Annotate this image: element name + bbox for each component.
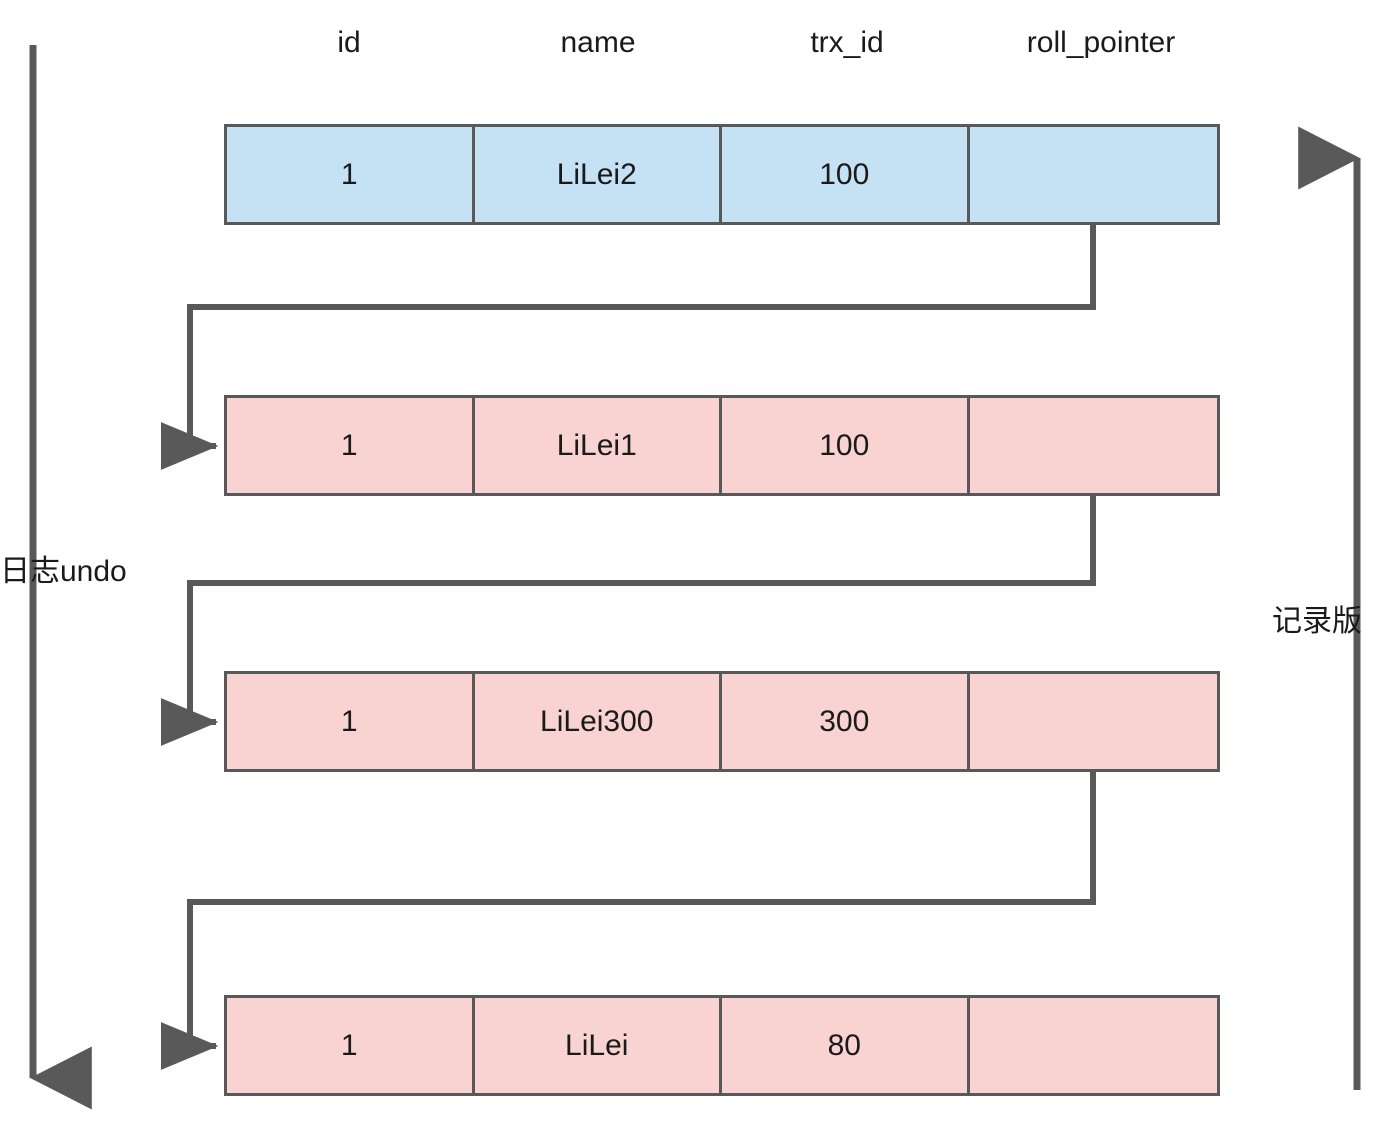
cell-roll-pointer <box>970 674 1217 769</box>
column-header-roll-pointer: roll_pointer <box>1026 26 1176 59</box>
record-version-axis-label: 记录版 <box>1272 605 1362 638</box>
cell-roll-pointer <box>970 398 1217 493</box>
table-row[interactable]: 1 LiLei300 300 <box>224 671 1220 772</box>
cell-id: 1 <box>227 127 475 222</box>
cell-trx-id: 100 <box>722 398 970 493</box>
column-header-id: id <box>337 26 361 59</box>
cell-roll-pointer <box>970 998 1217 1093</box>
cell-trx-id: 300 <box>722 674 970 769</box>
column-header-trx-id: trx_id <box>810 26 884 59</box>
column-header-name: name <box>560 26 636 59</box>
undo-log-axis-label: 日志undo <box>0 555 127 588</box>
cell-name: LiLei <box>475 998 722 1093</box>
cell-name: LiLei2 <box>475 127 722 222</box>
table-row[interactable]: 1 LiLei1 100 <box>224 395 1220 496</box>
table-row[interactable]: 1 LiLei2 100 <box>224 124 1220 225</box>
cell-name: LiLei1 <box>475 398 722 493</box>
cell-id: 1 <box>227 998 475 1093</box>
cell-trx-id: 80 <box>722 998 970 1093</box>
cell-name: LiLei300 <box>475 674 722 769</box>
cell-trx-id: 100 <box>722 127 970 222</box>
cell-id: 1 <box>227 674 475 769</box>
cell-id: 1 <box>227 398 475 493</box>
cell-roll-pointer <box>970 127 1217 222</box>
table-row[interactable]: 1 LiLei 80 <box>224 995 1220 1096</box>
